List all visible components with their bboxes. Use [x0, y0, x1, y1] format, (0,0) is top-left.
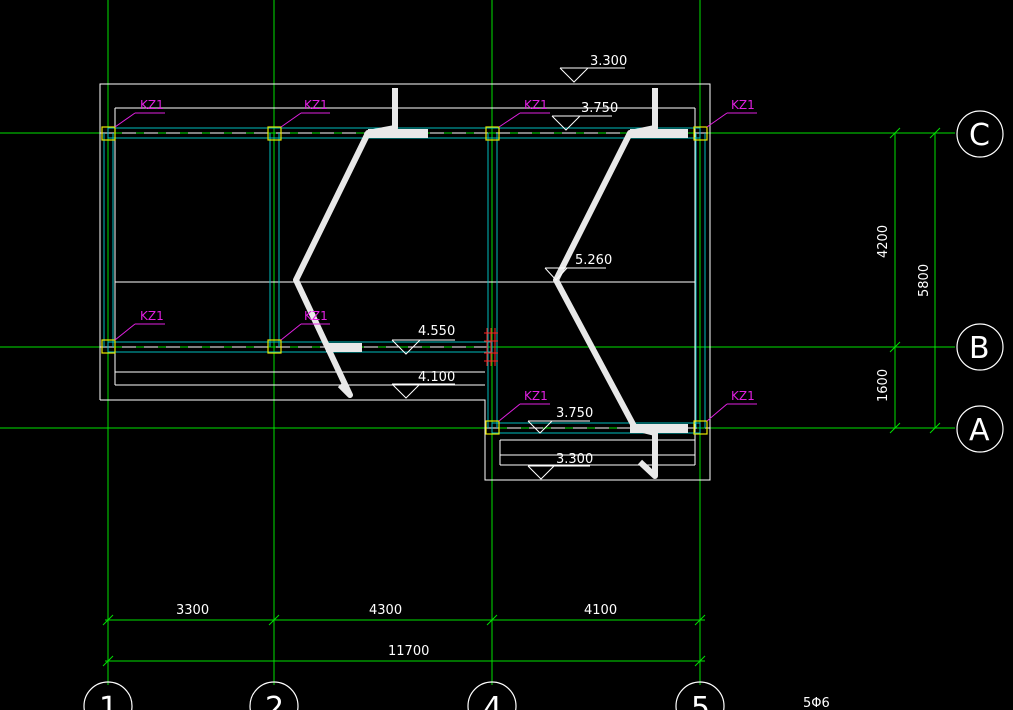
grid-bubble-c: C — [969, 118, 990, 153]
elevation-label-a: 3.750 — [556, 406, 593, 421]
stair-strips — [293, 88, 658, 479]
grid-bubbles — [83, 110, 1004, 710]
elevation-label-mid: 5.260 — [575, 253, 612, 268]
elevation-label-bottom: 3.300 — [556, 452, 593, 467]
dim-bay-1-2: 3300 — [176, 603, 209, 618]
column-tag-kz1-b1: KZ1 — [140, 309, 164, 323]
rebar-note: 5Φ6 — [803, 696, 830, 710]
columns — [101, 126, 708, 435]
grid-bubble-1: 1 — [99, 691, 118, 710]
beams — [103, 127, 706, 434]
grid-bubble-b: B — [969, 331, 990, 366]
dim-total-horizontal: 11700 — [388, 644, 429, 659]
grid-bubble-5: 5 — [691, 691, 710, 710]
grid-bubble-a: A — [969, 413, 990, 448]
elevation-label-top: 3.300 — [590, 54, 627, 69]
elevation-label-b-lower: 4.100 — [418, 370, 455, 385]
dim-b-a: 1600 — [876, 369, 891, 402]
elevation-symbols — [391, 67, 625, 480]
rebar-marks — [484, 328, 498, 366]
elevation-label-c: 3.750 — [581, 101, 618, 116]
slab-outlines — [99, 83, 711, 481]
kz-leaders — [114, 112, 757, 422]
dim-bay-2-4: 4300 — [369, 603, 402, 618]
column-tag-kz1-c5: KZ1 — [731, 98, 755, 112]
column-tag-kz1-c4: KZ1 — [524, 98, 548, 112]
stair-landings — [326, 129, 688, 433]
column-tag-kz1-b2: KZ1 — [304, 309, 328, 323]
column-tag-kz1-a4: KZ1 — [524, 389, 548, 403]
column-tag-kz1-a5: KZ1 — [731, 389, 755, 403]
dim-total-vertical: 5800 — [917, 264, 932, 297]
grid-bubble-4: 4 — [483, 691, 502, 710]
dim-bay-4-5: 4100 — [584, 603, 617, 618]
column-tag-kz1-c1: KZ1 — [140, 98, 164, 112]
elevation-label-b-upper: 4.550 — [418, 324, 455, 339]
dim-c-b: 4200 — [876, 225, 891, 258]
grid-bubble-2: 2 — [265, 691, 284, 710]
column-tag-kz1-c2: KZ1 — [304, 98, 328, 112]
